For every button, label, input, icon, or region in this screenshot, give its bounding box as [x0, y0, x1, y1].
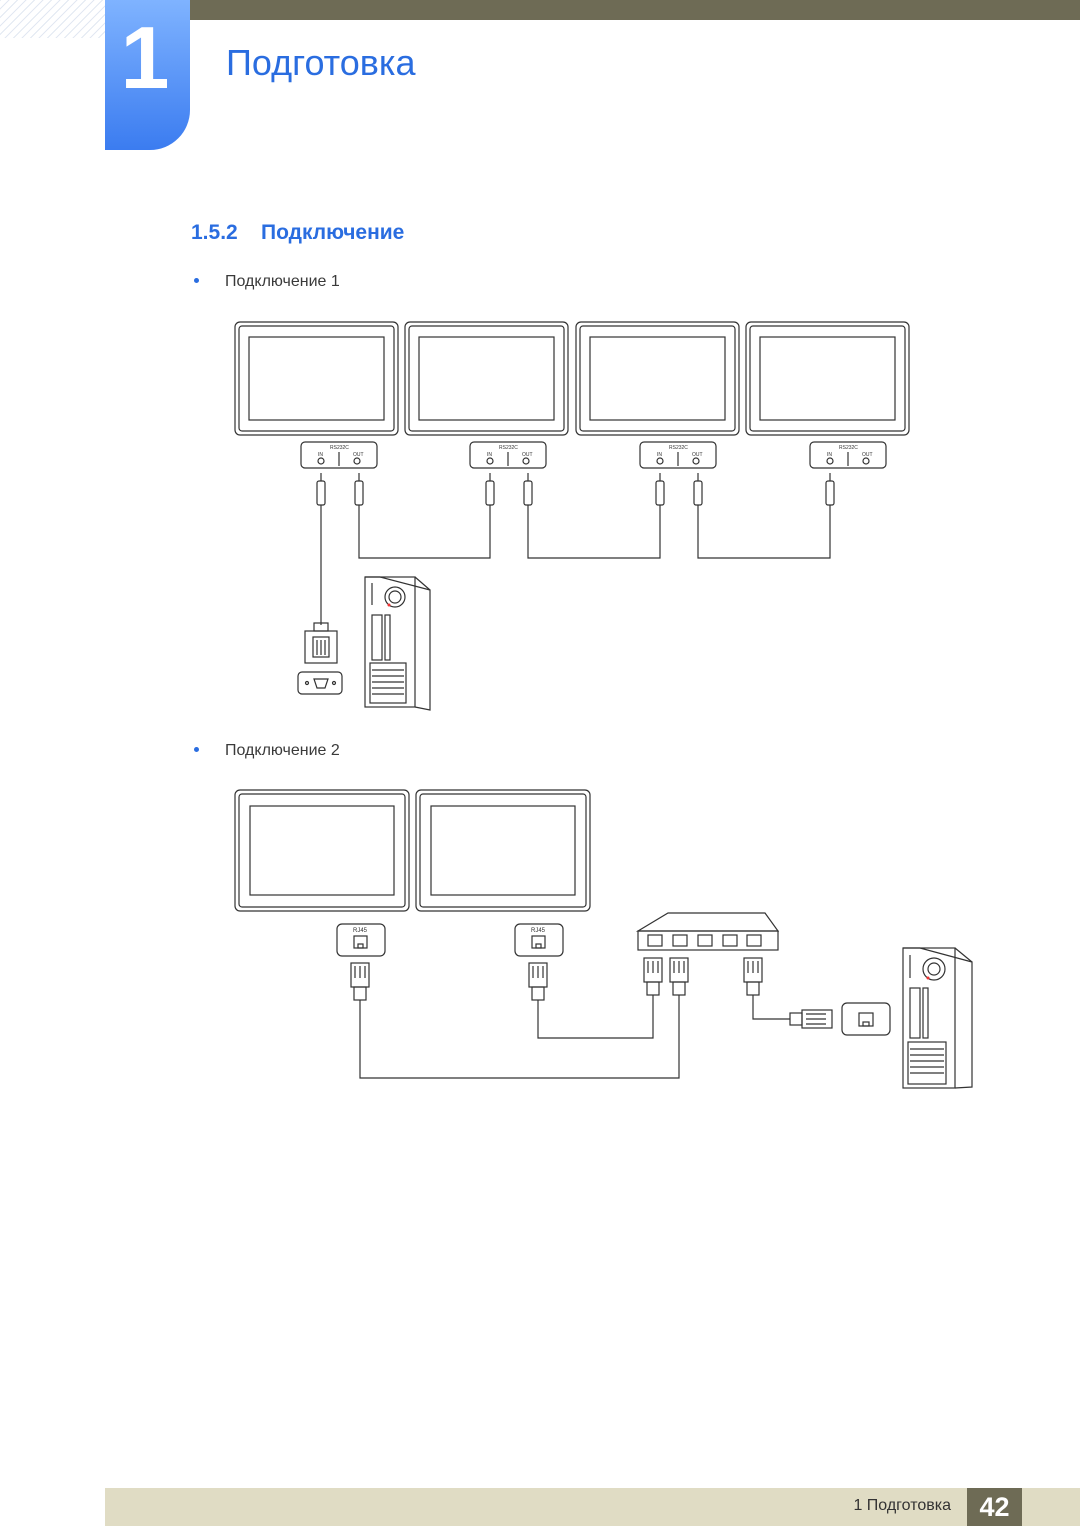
section-number: 1.5.2: [191, 221, 238, 244]
connection-1-label: Подключение 1: [225, 273, 340, 290]
footer-chapter-reference: 1 Подготовка: [853, 1497, 951, 1514]
connection-2-label: Подключение 2: [225, 742, 340, 759]
out-label: OUT: [522, 452, 533, 458]
monitor-icon: [404, 321, 569, 436]
rj45-port-box: [514, 923, 564, 957]
daisy-chain-cable: [358, 505, 491, 559]
section-heading: 1.5.2 Подключение: [191, 221, 404, 245]
chapter-number: 1: [120, 8, 170, 107]
rs232c-label: RS232C: [499, 445, 518, 451]
daisy-chain-cable: [527, 505, 661, 559]
rj45-plug-icon: [528, 962, 548, 1007]
rj45-label: RJ45: [531, 928, 546, 934]
rj45-plug-icon: [350, 962, 370, 1007]
network-switch-icon: [635, 912, 780, 951]
bullet-dot-icon: [194, 747, 199, 753]
section-title: Подключение: [261, 221, 405, 244]
monitor-icon: [415, 789, 591, 912]
pc-tower-icon: [902, 947, 973, 1089]
in-label: IN: [657, 452, 662, 458]
network-cable: [359, 1002, 680, 1079]
daisy-chain-cable: [697, 505, 831, 559]
out-label: OUT: [692, 452, 703, 458]
rs232c-port-box: [639, 441, 717, 469]
monitor-icon: [234, 321, 399, 436]
footer-bar: 1 Подготовка: [105, 1488, 967, 1526]
rj45-plug-icon: [669, 957, 689, 1002]
rs232c-port-box: [300, 441, 378, 469]
out-label: OUT: [862, 452, 873, 458]
rj45-plug-icon: [743, 957, 763, 1002]
network-cable: [752, 1002, 790, 1020]
chapter-title: Подготовка: [226, 42, 416, 83]
bullet-dot-icon: [194, 278, 199, 284]
db9-connector-icon: [304, 622, 338, 664]
chapter-tab: 1: [105, 0, 190, 150]
rs232c-port-box: [469, 441, 547, 469]
rj45-plug-icon: [789, 1009, 833, 1029]
connection-2-bullet: Подключение 2: [194, 742, 340, 760]
monitor-icon: [575, 321, 740, 436]
pc-tower-icon: [364, 576, 431, 711]
header-hatch-decoration: [0, 0, 105, 38]
in-label: IN: [318, 452, 323, 458]
monitor-icon: [745, 321, 910, 436]
monitor-icon: [234, 789, 410, 912]
page-number: 42: [967, 1488, 1022, 1526]
out-label: OUT: [353, 452, 364, 458]
network-cable: [537, 1002, 654, 1039]
rs232c-label: RS232C: [669, 445, 688, 451]
rj45-label: RJ45: [353, 928, 368, 934]
rj45-port-box: [841, 1002, 891, 1036]
in-label: IN: [487, 452, 492, 458]
rs232c-label: RS232C: [330, 445, 349, 451]
serial-port-icon: [297, 671, 343, 695]
header-bar: [190, 0, 1080, 20]
rs232c-label: RS232C: [839, 445, 858, 451]
in-label: IN: [827, 452, 832, 458]
connection-1-bullet: Подключение 1: [194, 273, 340, 291]
rs232c-port-box: [809, 441, 887, 469]
rj45-plug-icon: [643, 957, 663, 1002]
rj45-port-box: [336, 923, 386, 957]
footer-bar-end: [1022, 1488, 1080, 1526]
